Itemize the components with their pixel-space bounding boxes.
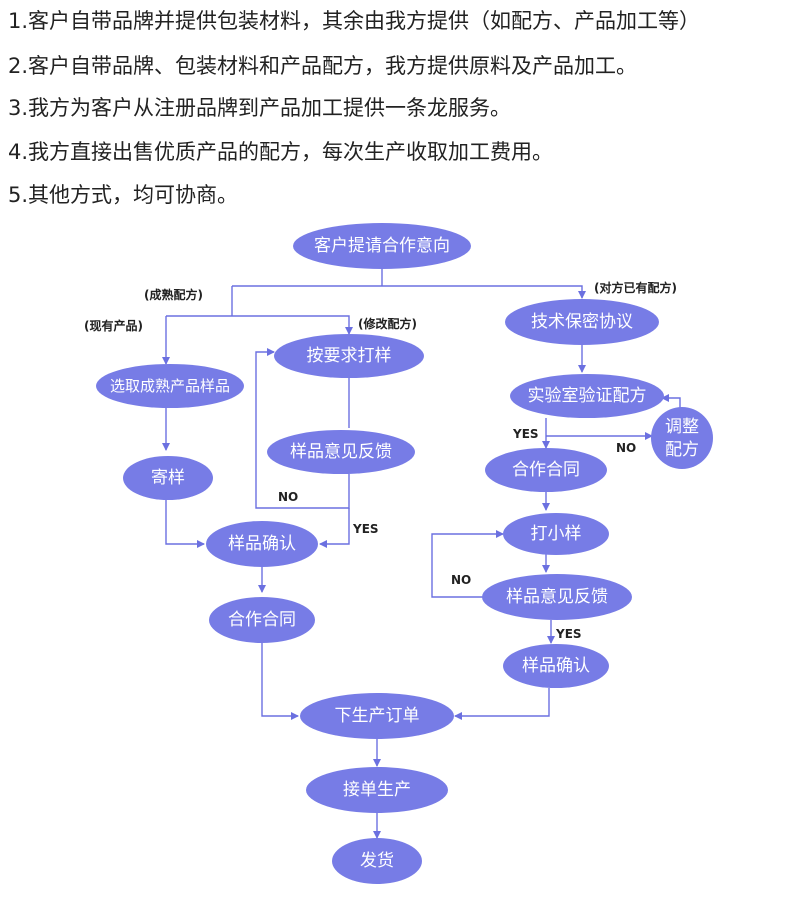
label-yes-right: YES bbox=[555, 627, 582, 641]
label-modify-formula: (修改配方) bbox=[358, 316, 417, 331]
node-adjust-line1: 调整 bbox=[665, 417, 699, 437]
connector-no-loop-right bbox=[431, 530, 504, 598]
node-feedback-left-label: 样品意见反馈 bbox=[290, 442, 392, 462]
node-feedback-right-label: 样品意见反馈 bbox=[506, 587, 608, 607]
branch-labels: (成熟配方) (对方已有配方) (现有产品) (修改配方) NO YES YES… bbox=[84, 280, 677, 641]
node-proof-by-req: 按要求打样 bbox=[274, 334, 424, 378]
intro-item-1: 1.客户自带品牌并提供包装材料，其余由我方提供（如配方、产品加工等） bbox=[8, 9, 701, 33]
node-order-label: 下生产订单 bbox=[335, 706, 420, 726]
node-small-proof-label: 打小样 bbox=[531, 524, 582, 544]
node-confirm-right: 样品确认 bbox=[503, 644, 609, 688]
intro-item-2: 2.客户自带品牌、包装材料和产品配方，我方提供原料及产品加工。 bbox=[8, 54, 638, 78]
label-yes-left: YES bbox=[352, 522, 379, 536]
node-send-sample: 寄样 bbox=[123, 456, 213, 500]
node-contract-left-label: 合作合同 bbox=[228, 610, 296, 630]
node-confirm-right-label: 样品确认 bbox=[522, 656, 590, 676]
node-select-sample: 选取成熟产品样品 bbox=[96, 364, 244, 408]
intro-item-3: 3.我方为客户从注册品牌到产品加工提供一条龙服务。 bbox=[8, 96, 512, 120]
connector-send-to-confirm bbox=[165, 498, 205, 548]
node-tech-nda-label: 技术保密协议 bbox=[531, 312, 633, 332]
node-start: 客户提请合作意向 bbox=[293, 223, 471, 269]
node-order: 下生产订单 bbox=[300, 693, 454, 739]
intro-item-4: 4.我方直接出售优质产品的配方，每次生产收取加工费用。 bbox=[8, 140, 554, 164]
label-no-right: NO bbox=[451, 573, 471, 587]
connector-no-loop-left bbox=[255, 348, 350, 509]
label-has-formula: (对方已有配方) bbox=[594, 280, 677, 295]
node-adjust-formula: 调整 配方 bbox=[651, 407, 713, 469]
label-no-lab: NO bbox=[616, 441, 636, 455]
node-tech-nda: 技术保密协议 bbox=[505, 299, 659, 345]
node-feedback-right: 样品意见反馈 bbox=[482, 574, 632, 620]
node-adjust-line2: 配方 bbox=[665, 440, 699, 460]
intro-item-5: 5.其他方式，均可协商。 bbox=[8, 183, 239, 207]
connector-contract-to-order bbox=[261, 643, 299, 720]
node-lab-verify: 实验室验证配方 bbox=[510, 374, 664, 418]
node-production: 接单生产 bbox=[306, 767, 448, 813]
node-confirm-left: 样品确认 bbox=[206, 521, 318, 567]
label-existing-product: (现有产品) bbox=[84, 318, 143, 333]
node-proof-by-req-label: 按要求打样 bbox=[307, 346, 392, 366]
node-ship: 发货 bbox=[332, 838, 422, 884]
node-confirm-left-label: 样品确认 bbox=[228, 534, 296, 554]
connector-to-proof bbox=[166, 315, 353, 335]
node-ship-label: 发货 bbox=[360, 851, 394, 871]
node-lab-verify-label: 实验室验证配方 bbox=[528, 386, 647, 406]
node-contract-left: 合作合同 bbox=[209, 597, 315, 643]
connectors bbox=[162, 268, 681, 839]
node-production-label: 接单生产 bbox=[343, 780, 411, 800]
connector-confirm-to-order bbox=[454, 688, 550, 720]
node-contract-right: 合作合同 bbox=[485, 448, 607, 492]
connector-yes-left bbox=[319, 508, 350, 548]
label-mature-formula: (成熟配方) bbox=[144, 287, 203, 302]
node-send-sample-label: 寄样 bbox=[151, 468, 185, 488]
connector-to-tech-nda bbox=[232, 285, 586, 299]
label-yes-lab: YES bbox=[512, 427, 539, 441]
node-feedback-left: 样品意见反馈 bbox=[267, 430, 415, 474]
label-no-left: NO bbox=[278, 490, 298, 504]
node-contract-right-label: 合作合同 bbox=[512, 460, 580, 480]
node-select-sample-label: 选取成熟产品样品 bbox=[110, 377, 230, 395]
node-start-label: 客户提请合作意向 bbox=[314, 236, 450, 256]
node-small-proof: 打小样 bbox=[503, 513, 609, 555]
